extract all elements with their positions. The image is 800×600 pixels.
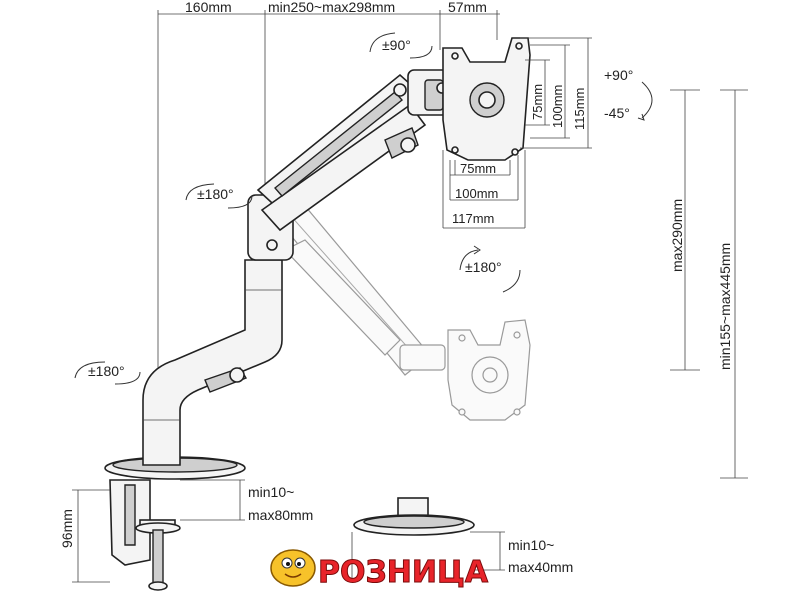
vesa-vertical-100: 100mm — [550, 85, 565, 128]
mounting-pole — [142, 259, 283, 466]
height-dimension-lines — [670, 89, 748, 479]
tilt-up-label: +90° — [604, 67, 633, 83]
head-rotate-arrow — [369, 32, 396, 53]
swivel-rotate-label: ±180° — [465, 259, 502, 275]
vesa-horizontal-117: 117mm — [452, 211, 494, 226]
grommet-range-line1: min10~ — [508, 537, 554, 553]
grommet-mount — [351, 497, 505, 580]
logo-text: РОЗНИЦА — [318, 555, 489, 590]
tilt-arrow — [641, 81, 653, 119]
grommet-range-line2: max40mm — [508, 559, 573, 575]
elbow-rotate-arrow — [185, 183, 215, 201]
clamp-range-line1: min10~ — [248, 484, 294, 500]
ghost-arm — [268, 199, 531, 421]
swivel-rotate-arrow — [459, 249, 479, 271]
clamp-range-line2: max80mm — [248, 507, 313, 523]
tilt-joint — [407, 69, 449, 116]
arm-reach-label: min250~max298mm — [268, 0, 395, 15]
vesa-vertical-75: 75mm — [530, 84, 545, 120]
clamp-dimension-lines — [72, 479, 245, 583]
elbow-rotate-label: ±180° — [197, 186, 234, 202]
height-range-label: min155~max445mm — [717, 243, 733, 370]
head-depth-label: 57mm — [448, 0, 487, 15]
roznica-logo: РОЗНИЦА — [270, 549, 489, 591]
height-max-label: max290mm — [669, 199, 685, 272]
tilt-down-label: -45° — [604, 105, 630, 121]
vesa-horizontal-dimensions — [442, 150, 526, 229]
vesa-vertical-115: 115mm — [572, 88, 587, 130]
vesa-horizontal-75: 75mm — [460, 161, 496, 176]
vesa-horizontal-100: 100mm — [455, 186, 498, 201]
mascot-icon — [270, 549, 316, 587]
gas-spring-arm — [256, 73, 430, 232]
base-rotate-label: ±180° — [88, 363, 125, 379]
head-rotate-label: ±90° — [382, 37, 411, 53]
vesa-plate — [442, 37, 531, 161]
base-rotate-arrow — [74, 361, 106, 379]
vesa-vertical-dimensions — [520, 37, 592, 149]
clamp-height-label: 96mm — [59, 509, 75, 548]
arm-depth-label: 160mm — [185, 0, 232, 15]
desk-clamp — [104, 456, 246, 591]
